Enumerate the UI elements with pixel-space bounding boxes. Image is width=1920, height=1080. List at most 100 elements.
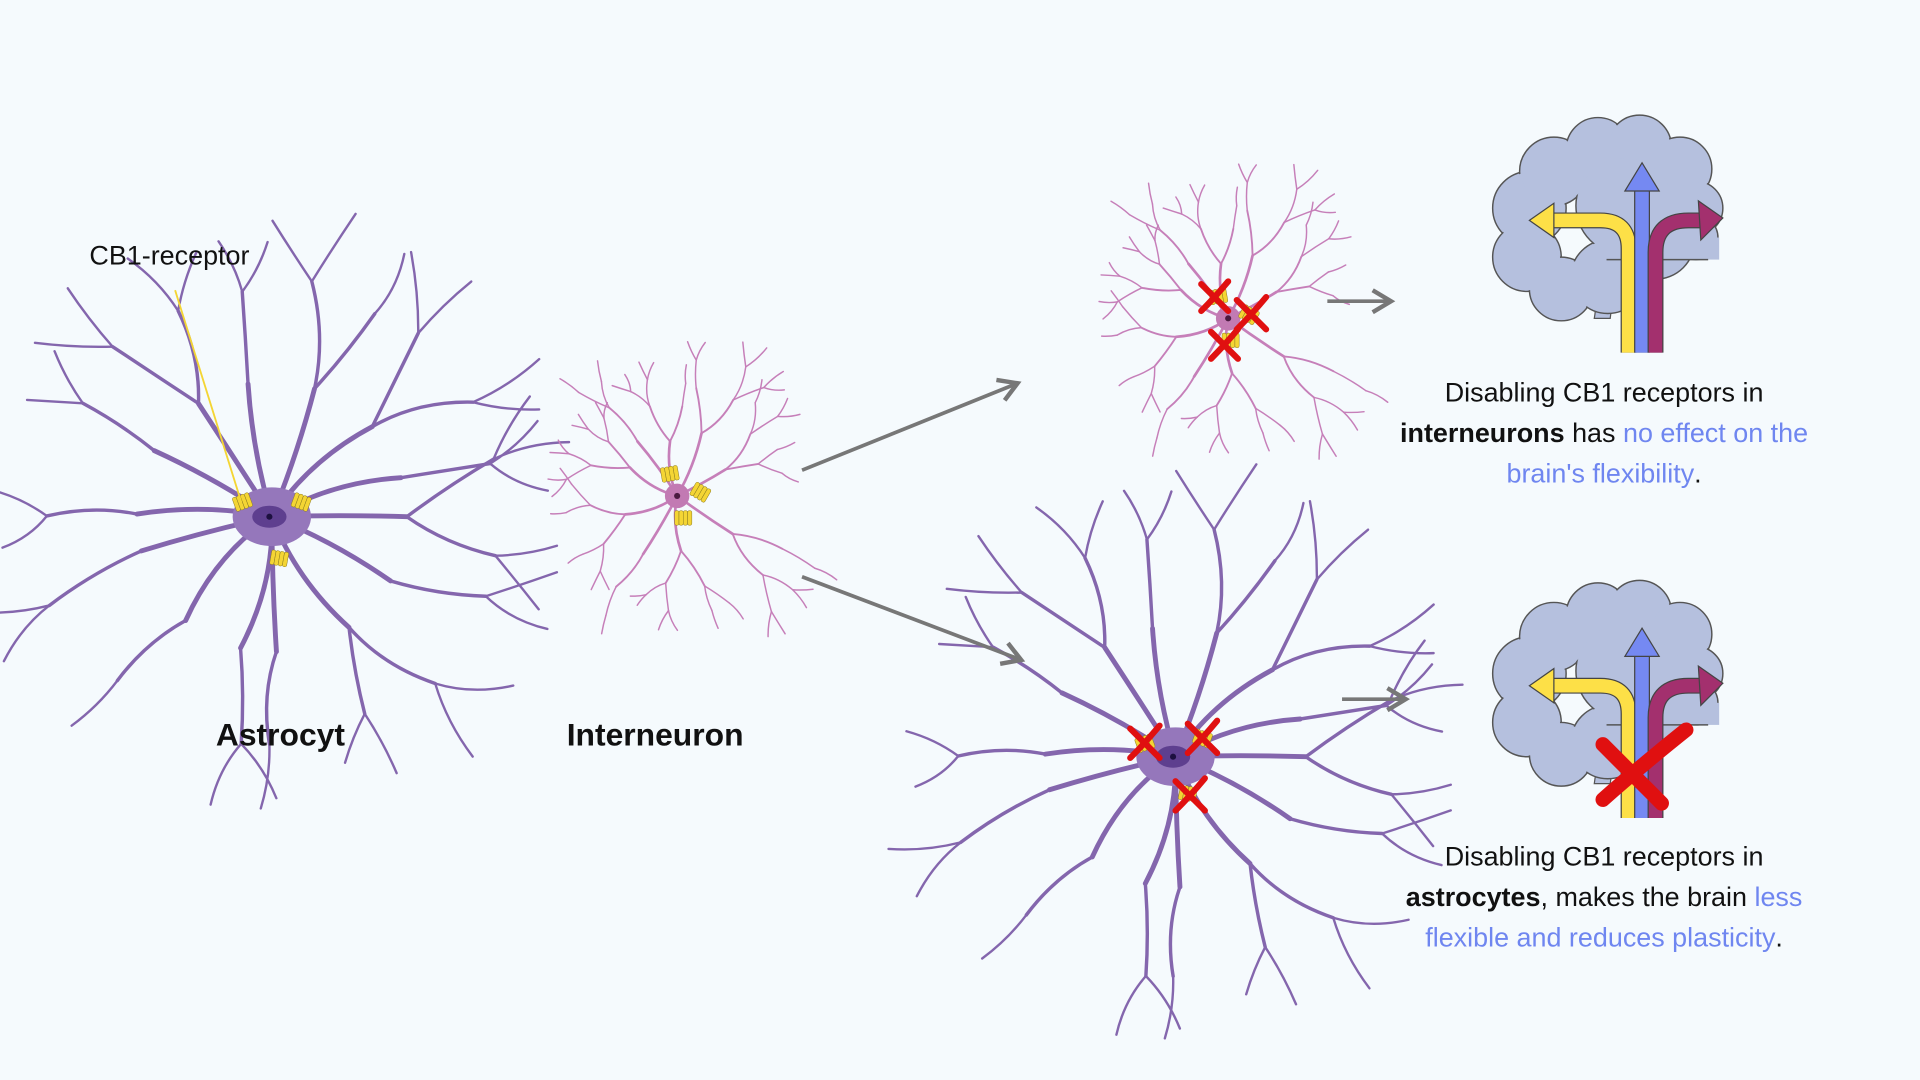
cell-process [695,341,706,361]
cell-process [110,344,201,406]
cell-process [1235,186,1239,207]
cell-process [45,508,139,518]
bold-term: astrocytes [1406,882,1541,912]
cell-process [731,533,784,550]
cell-process [695,387,703,435]
highlight-text: less [1754,882,1802,912]
cell-process [1,514,48,549]
cell-process [648,405,671,443]
outcome-text: , makes the brain [1540,882,1754,912]
cell-process [700,399,735,435]
cell-process [915,841,962,898]
cell-process [762,574,794,591]
cell-process [488,462,550,492]
cell-process [347,625,437,686]
astrocyte-illustration [0,212,571,810]
cell-process [549,451,570,455]
cell-process [1168,885,1182,978]
cell-process [1110,290,1124,308]
cell-process [1275,285,1311,293]
yellow-path-arrow [1551,213,1636,353]
cell-process [1196,201,1202,230]
cell-process [980,913,1028,960]
outcome-text: has [1565,418,1623,448]
cell-process [417,280,473,335]
cell-process [1110,200,1131,216]
cell-process [1327,264,1347,273]
cell-process [1083,556,1107,650]
cell-process [1133,365,1156,378]
cell-process [565,504,592,514]
cell-process [559,467,573,485]
cell-process [1143,881,1150,978]
cell-process [1175,469,1216,531]
highlight-text: flexible and reduces plasticity [1425,923,1776,953]
cell-process [732,366,747,401]
cell-process [1162,207,1183,215]
receptor-pointer-line [174,289,243,503]
cell-process [1296,169,1319,191]
cell-process [1147,182,1154,205]
cell-process [1298,703,1389,721]
arrow-to-astrocyte-knockout [801,575,1026,666]
cell-process [1332,370,1367,392]
cell-process [1035,506,1087,560]
cell-process [749,415,779,435]
cell-process [1175,196,1183,215]
cell-process [958,788,1052,845]
cell-process [53,350,85,405]
cell-process [1118,375,1135,387]
brain-flexible-illustration [1491,114,1724,353]
cell-process [602,513,627,545]
cell-process [657,609,670,631]
interneuron-knockout-illustration [1098,163,1389,460]
cell-process [914,754,960,788]
cell-process [1145,490,1173,541]
cell-process [587,428,610,443]
cell-process [1313,396,1345,413]
cell-process [1313,396,1324,435]
cb1-receptor-icon [674,510,693,526]
cell-process [1246,164,1258,184]
cell-process [1024,855,1095,917]
cell-process [577,391,610,409]
cell-process [310,279,322,391]
cell-process [1122,247,1141,253]
cell-process [271,219,314,283]
cell-process [1275,255,1303,293]
disabled-cross-icon [1172,775,1208,814]
cell-process [370,331,420,429]
blocked-cross-icon [1595,722,1694,811]
cell-process [0,604,51,614]
cell-process [905,730,960,758]
cell-process [471,357,541,404]
cell-process [1332,916,1371,990]
outcome-interneuron-text: Disabling CB1 receptors in interneurons … [1400,378,1808,489]
cell-process [629,593,647,597]
interneuron-label: Interneuron [567,717,744,753]
cell-process [209,742,243,806]
cell-process [1153,335,1178,368]
cell-process [763,386,786,391]
cell-process [2,604,51,663]
cell-process [241,240,269,293]
svg-text:brain's flexibility.: brain's flexibility. [1506,458,1701,488]
cell-process [547,478,568,481]
cell-process [791,589,808,609]
cell-process [238,646,245,746]
cell-process [664,549,682,585]
brain-less-flexible-illustration [1491,579,1724,818]
cell-process [1098,300,1119,304]
cell-process [664,582,670,612]
cell-process [645,378,651,408]
cell-process [577,413,590,430]
cell-process [645,582,667,596]
cell-process [1282,355,1335,373]
cell-process [646,361,655,381]
cell-process [703,585,713,612]
cell-process [1020,590,1107,650]
cell-process [1314,193,1336,211]
cell-process [549,511,567,515]
cell-process [684,364,688,385]
